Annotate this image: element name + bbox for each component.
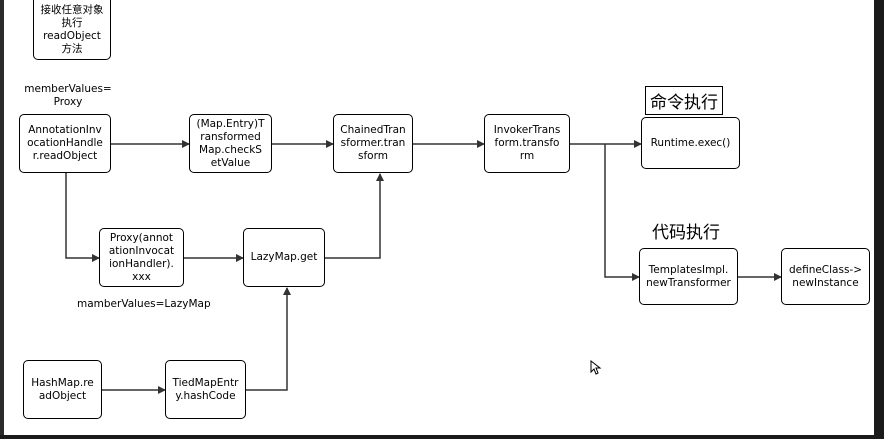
edge-lazymap-to-chained bbox=[325, 173, 384, 259]
window-frame-bottom bbox=[0, 435, 884, 439]
command-exec-title: 命令执行 bbox=[645, 86, 723, 115]
annotation-invocation-handler-node: AnnotationInv ocationHandle r.readObject bbox=[19, 114, 111, 173]
hashmap-readobject-node: HashMap.re adObject bbox=[23, 360, 102, 419]
templates-impl-node: TemplatesImpl. newTransformer bbox=[639, 248, 738, 305]
diagram-canvas: 接收任意对象 执行 readObject 方法 memberValues= Pr… bbox=[4, 0, 874, 435]
mouse-cursor-icon bbox=[590, 360, 602, 375]
connectors bbox=[65, 140, 782, 394]
invoker-transformer-node: InvokerTrans form.transfo rm bbox=[484, 114, 570, 173]
member-values-proxy-label: memberValues= Proxy bbox=[24, 83, 112, 108]
edge-invoker-to-templates bbox=[604, 144, 640, 281]
receive-object-node: 接收任意对象 执行 readObject 方法 bbox=[33, 0, 111, 60]
transformed-map-node: (Map.Entry)T ransformed Map.checkS etVal… bbox=[189, 114, 272, 173]
proxy-handler-node: Proxy(annot ationInvocat ionHandler). xx… bbox=[99, 228, 184, 287]
lazymap-get-node: LazyMap.get bbox=[243, 228, 325, 287]
edge-annotation-to-proxy bbox=[65, 172, 100, 262]
chained-transformer-node: ChainedTran sformer.tran sform bbox=[333, 114, 413, 173]
tiedmap-entry-hashcode-node: TiedMapEntr y.hashCode bbox=[165, 360, 246, 419]
code-exec-title: 代码执行 bbox=[652, 223, 720, 243]
window-frame-right bbox=[874, 0, 884, 439]
edge-tiedmap-to-lazymap bbox=[246, 287, 291, 391]
member-values-lazymap-label: mamberValues=LazyMap bbox=[77, 298, 211, 310]
runtime-exec-node: Runtime.exec() bbox=[641, 117, 740, 169]
define-class-node: defineClass-> newInstance bbox=[781, 248, 870, 305]
